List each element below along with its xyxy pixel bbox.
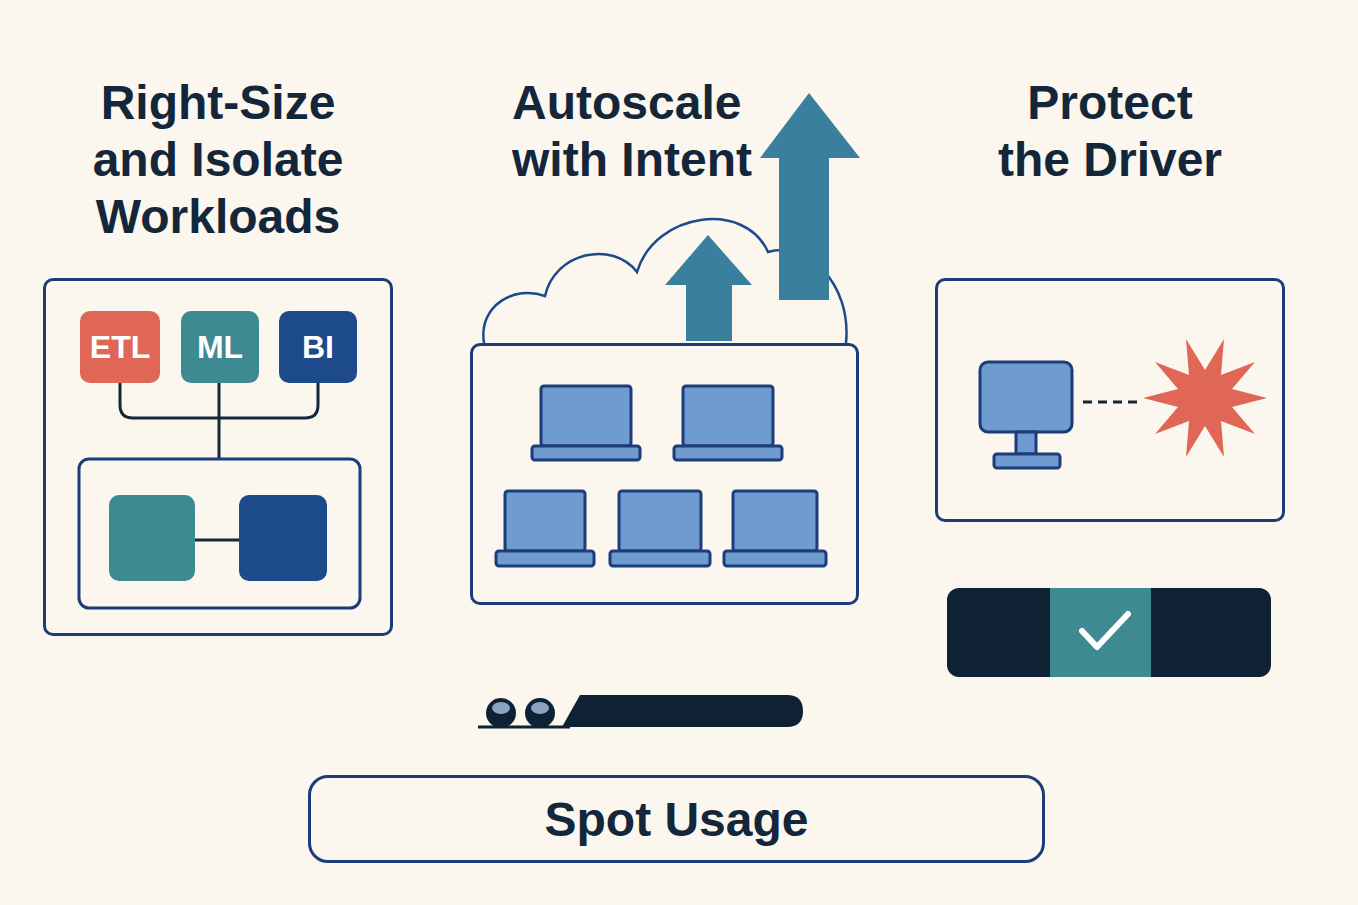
workload-tag: ML [181, 311, 259, 383]
panel-frame [470, 343, 859, 605]
failure-burst [1143, 339, 1267, 457]
panel-heading: Right-Size and Isolate Workloads [73, 74, 363, 245]
scale-arrow [665, 93, 860, 341]
tag-label: ETL [90, 329, 150, 366]
spot-slider [478, 695, 803, 728]
dashed-link [1083, 401, 1140, 404]
driver-monitor [980, 362, 1072, 468]
panel: Protect the Driver [935, 60, 1285, 522]
panel: Right-Size and Isolate WorkloadsETL ML BI [43, 60, 393, 636]
panel: Autoscale with Intent [470, 60, 859, 605]
toggle-bar [947, 588, 1271, 677]
workload-tag: ETL [80, 311, 160, 383]
panel-heading: Autoscale with Intent [512, 74, 812, 188]
workload-tag: BI [279, 311, 357, 383]
laptop-icons [496, 386, 826, 566]
panel-heading: Protect the Driver [995, 74, 1225, 188]
toggle-active [1050, 588, 1151, 677]
node-link [195, 539, 239, 542]
label-box: Spot Usage [308, 775, 1045, 863]
check-mark [1082, 614, 1128, 647]
tag-label: ML [197, 329, 243, 366]
node-square [239, 495, 327, 581]
tag-label: BI [302, 329, 334, 366]
box-label: Spot Usage [544, 792, 808, 847]
panel-frame [935, 278, 1285, 522]
merge-lines [120, 383, 318, 460]
cluster-box [79, 459, 360, 608]
node-square [109, 495, 195, 581]
